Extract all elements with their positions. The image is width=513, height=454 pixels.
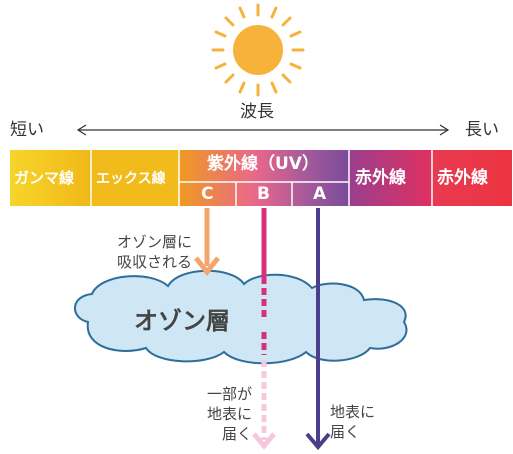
ozone-cloud (74, 269, 408, 365)
band-xray-label: エックス線 (96, 171, 166, 187)
band-gamma (10, 150, 91, 206)
absorbed-note: オゾン層に 吸収される (116, 233, 192, 271)
band-uv-a-label: A (313, 184, 327, 204)
wavelength-arrow (76, 124, 450, 136)
wavelength-title: 波長 (240, 102, 274, 122)
partial-reach-note: 一部が 地表に 届く (206, 385, 252, 443)
arrow-uv-a (305, 208, 331, 451)
band-visible (349, 150, 432, 206)
band-gamma-label: ガンマ線 (14, 169, 75, 187)
sun-icon (211, 3, 305, 97)
band-uv-c-label: C (201, 184, 214, 204)
reach-ground-note: 地表に 届く (330, 403, 376, 441)
arrow-uv-b (252, 208, 276, 450)
ozone-layer-label: オゾン層 (134, 307, 230, 335)
band-xray (91, 150, 179, 206)
band-uv-label: 紫外線（UV） (207, 154, 319, 174)
band-infrared-label: 赤外線 (437, 168, 488, 188)
band-infrared (432, 150, 512, 206)
band-visible-label: 赤外線 (355, 168, 406, 188)
long-wavelength-label: 長い (465, 120, 499, 140)
band-uv-b-label: B (257, 184, 270, 204)
short-wavelength-label: 短い (10, 120, 44, 140)
arrow-uv-c (194, 208, 220, 277)
band-uv (179, 150, 349, 206)
